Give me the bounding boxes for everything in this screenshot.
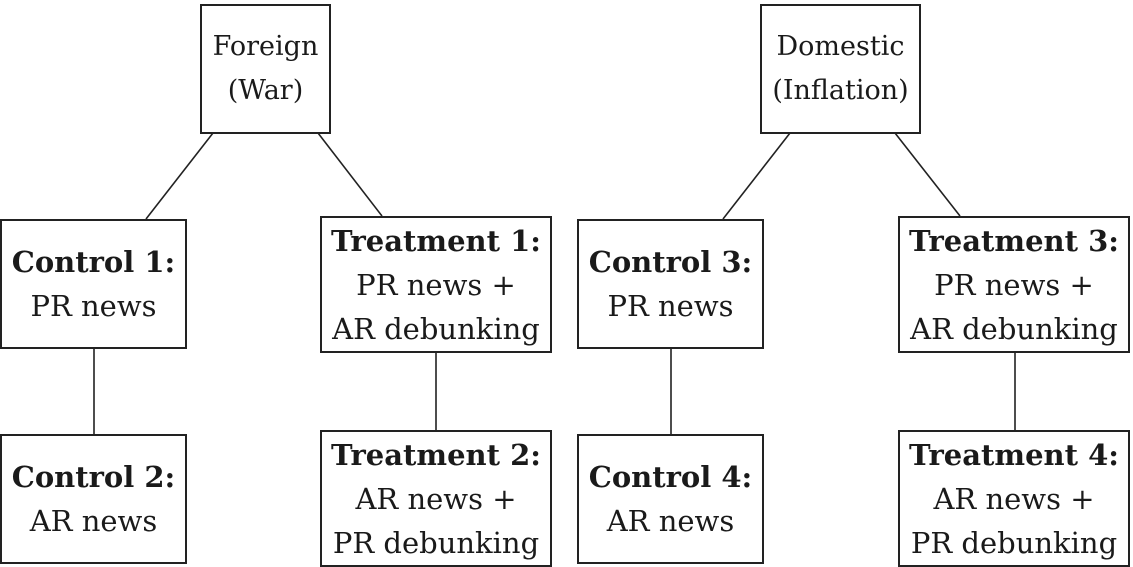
root-node-sublabel: (War) <box>227 75 304 106</box>
node-treatment-1: Treatment 1: PR news + AR debunking <box>320 216 552 353</box>
root-node-label: Domestic <box>776 31 905 62</box>
node-title: Treatment 1: <box>331 223 541 258</box>
node-text: AR news <box>29 504 158 538</box>
node-control-2: Control 2: AR news <box>0 434 187 564</box>
root-node-sublabel: (Inflation) <box>772 75 909 106</box>
node-control-1: Control 1: PR news <box>0 219 187 349</box>
node-treatment-2: Treatment 2: AR news + PR debunking <box>320 430 552 567</box>
node-text: PR debunking <box>332 525 540 560</box>
edge-foreign-control1 <box>145 132 214 220</box>
node-title: Control 4: <box>588 460 753 494</box>
node-treatment-4: Treatment 4: AR news + PR debunking <box>898 430 1130 567</box>
node-text: AR debunking <box>910 311 1118 346</box>
node-title: Control 1: <box>11 245 176 279</box>
root-node-label: Foreign <box>212 31 319 62</box>
root-node-domestic: Domestic (Inflation) <box>760 4 921 134</box>
node-treatment-3: Treatment 3: PR news + AR debunking <box>898 216 1130 353</box>
node-text: AR news + <box>355 481 517 516</box>
node-control-4: Control 4: AR news <box>577 434 764 564</box>
edge-domestic-treatment3 <box>894 132 961 217</box>
node-text: PR news <box>607 289 734 323</box>
node-text: PR news <box>30 289 157 323</box>
node-title: Treatment 2: <box>331 437 541 472</box>
node-text: AR news <box>606 504 735 538</box>
node-title: Treatment 4: <box>909 437 1119 472</box>
node-title: Control 2: <box>11 460 176 494</box>
node-control-3: Control 3: PR news <box>577 219 764 349</box>
node-title: Treatment 3: <box>909 223 1119 258</box>
edge-domestic-control3 <box>722 132 791 220</box>
root-node-foreign: Foreign (War) <box>200 4 331 134</box>
node-text: AR debunking <box>332 311 540 346</box>
node-title: Control 3: <box>588 245 753 279</box>
node-text: PR debunking <box>910 525 1118 560</box>
node-text: AR news + <box>933 481 1095 516</box>
node-text: PR news + <box>356 267 516 302</box>
edge-foreign-treatment1 <box>317 132 383 217</box>
node-text: PR news + <box>934 267 1094 302</box>
